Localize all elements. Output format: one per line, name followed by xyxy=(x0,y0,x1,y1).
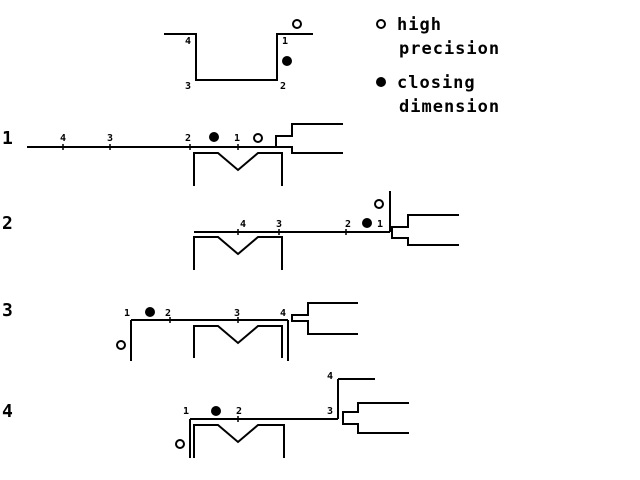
profile-label-4: 4 xyxy=(185,36,191,47)
fold-label-1: 1 xyxy=(124,308,130,319)
fold-label-4: 4 xyxy=(280,308,286,319)
fold-label-4: 4 xyxy=(60,133,66,144)
profile-label-1: 1 xyxy=(282,36,288,47)
fold-label-2: 2 xyxy=(185,133,191,144)
fold-label-3: 3 xyxy=(107,133,113,144)
closing-dimension-marker xyxy=(362,218,372,228)
fold-ticks xyxy=(62,144,239,150)
fold-label-4: 4 xyxy=(240,219,246,230)
step-number: 3 xyxy=(2,300,13,321)
backgauge xyxy=(291,302,358,335)
backgauge xyxy=(275,123,343,154)
step-number: 2 xyxy=(2,213,13,234)
legend-high-precision-line2: precision xyxy=(399,39,500,59)
fold-ticks xyxy=(237,229,347,235)
fold-label-3: 3 xyxy=(234,308,240,319)
backgauge xyxy=(391,214,459,246)
die xyxy=(193,152,283,186)
fold-label-2: 2 xyxy=(345,219,351,230)
bend-step-1: 1 4 3 2 1 xyxy=(2,123,343,186)
high-precision-marker xyxy=(374,199,384,209)
closing-dimension-marker xyxy=(145,307,155,317)
bend-step-4: 4 1 2 3 4 xyxy=(2,371,409,458)
backgauge xyxy=(342,402,409,434)
high-precision-marker xyxy=(376,19,386,29)
fold-label-1: 1 xyxy=(377,219,383,230)
legend: high precision closing dimension xyxy=(376,15,500,117)
profile-label-3: 3 xyxy=(185,81,191,92)
finished-profile: 4 1 3 2 xyxy=(164,19,313,92)
bend-step-2: 2 4 3 2 1 xyxy=(2,191,459,270)
closing-dimension-marker xyxy=(282,56,292,66)
fold-label-3: 3 xyxy=(276,219,282,230)
step-number: 4 xyxy=(2,401,13,422)
closing-dimension-marker xyxy=(376,77,386,87)
high-precision-marker xyxy=(175,439,185,449)
die xyxy=(193,424,285,458)
fold-ticks xyxy=(169,317,239,323)
high-precision-marker xyxy=(292,19,302,29)
closing-dimension-marker xyxy=(211,406,221,416)
closing-dimension-marker xyxy=(209,132,219,142)
fold-label-2: 2 xyxy=(165,308,171,319)
legend-high-precision-line1: high xyxy=(397,15,442,35)
profile-outline xyxy=(164,33,313,81)
legend-closing-dimension-line1: closing xyxy=(397,73,476,93)
bend-step-3: 3 1 2 3 4 xyxy=(2,300,358,361)
step-number: 1 xyxy=(2,128,13,149)
high-precision-marker xyxy=(116,340,126,350)
die xyxy=(193,325,283,358)
profile-label-2: 2 xyxy=(280,81,286,92)
die xyxy=(193,236,283,270)
high-precision-marker xyxy=(253,133,263,143)
fold-label-1: 1 xyxy=(234,133,240,144)
fold-label-1: 1 xyxy=(183,406,189,417)
fold-label-3: 3 xyxy=(327,406,333,417)
fold-label-2: 2 xyxy=(236,406,242,417)
fold-label-4: 4 xyxy=(327,371,333,382)
legend-closing-dimension-line2: dimension xyxy=(399,97,500,117)
